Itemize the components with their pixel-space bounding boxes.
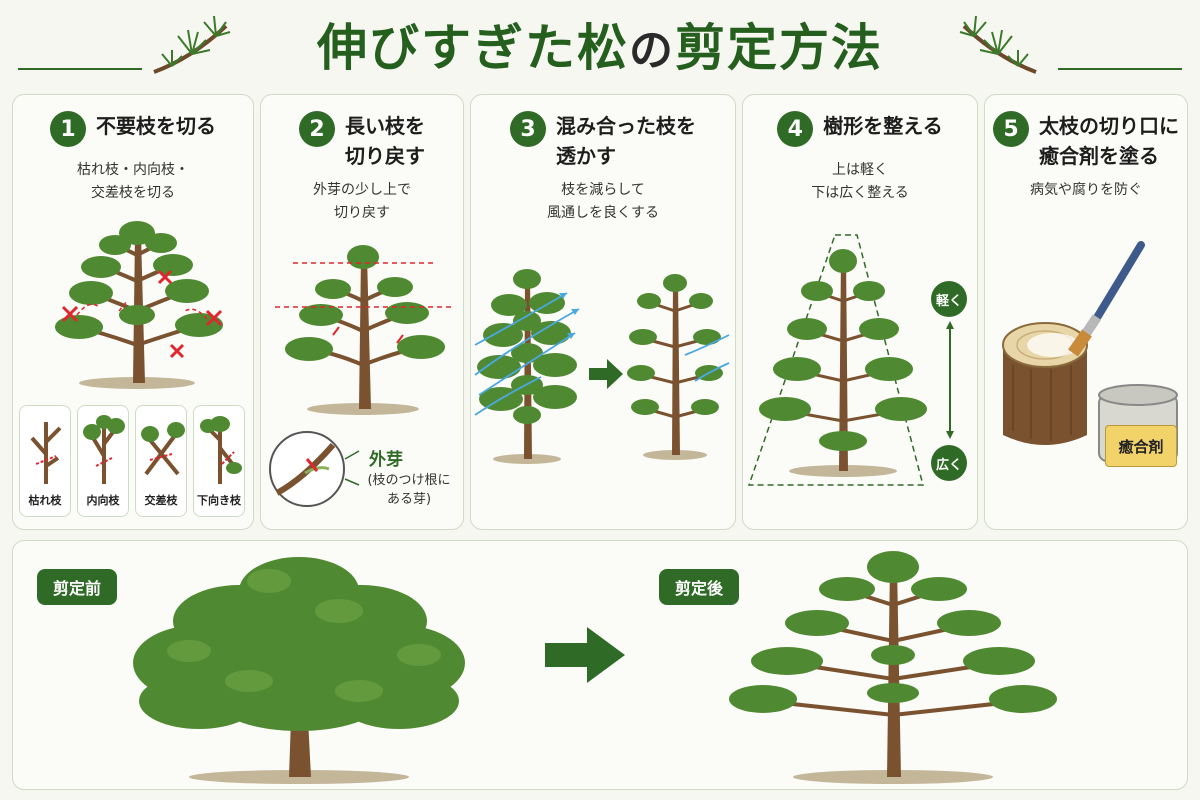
step-number-badge: 2	[299, 111, 335, 147]
example-dead-branch: 枯れ枝	[19, 405, 71, 517]
thinned-tree-illustration	[627, 274, 730, 460]
pruned-pine-after-illustration	[729, 551, 1057, 784]
dense-tree-with-wind-illustration	[474, 269, 580, 464]
sealant-can-label: 癒合剤	[1105, 425, 1177, 467]
step-description: 枯れ枝・内向枝・ 交差枝を切る	[77, 162, 189, 201]
step-header: 2 長い枝を 切り戻す	[261, 111, 463, 171]
outer-bud-magnifier-icon	[269, 431, 360, 507]
step-number-badge: 4	[777, 111, 814, 147]
step-card-1: 1 不要枝を切る 枯れ枝・内向枝・ 交差枝を切る	[12, 94, 254, 530]
page-title: 伸びすぎた松の剪定方法	[0, 8, 1200, 80]
crossing-branch-icon	[141, 422, 185, 476]
double-arrow-icon	[946, 321, 954, 439]
light-top-badge: 軽く	[931, 281, 967, 317]
outer-bud-label: 外芽	[369, 450, 403, 470]
cut-back-tree-illustration	[275, 245, 451, 415]
title-sub: 剪定方法	[675, 19, 883, 77]
step-description: 上は軽く 下は広く整える	[811, 162, 909, 201]
example-label: 交差枝	[144, 494, 178, 507]
step-card-3: 3 混み合った枝を 透かす 枝を減らして 風通しを良くする	[470, 94, 736, 530]
inward-branch-icon	[83, 415, 125, 484]
example-crossing-branch: 交差枝	[135, 405, 187, 517]
step-card-5: 5 太枝の切り口に 癒合剤を塗る 病気や腐りを防ぐ 癒合剤	[984, 94, 1188, 530]
dead-branch-icon	[30, 422, 62, 484]
step-description: 枝を減らして 風通しを良くする	[547, 182, 659, 221]
step-header: 5 太枝の切り口に 癒合剤を塗る	[985, 111, 1187, 171]
step-header: 1 不要枝を切る	[13, 111, 253, 147]
wound-sealant-stump-illustration	[1002, 241, 1178, 462]
step-title: 太枝の切り口に 癒合剤を塗る	[1039, 114, 1179, 168]
wide-bottom-badge: 広く	[931, 445, 967, 481]
step-number-badge: 1	[50, 111, 86, 147]
title-rule-right	[1058, 68, 1182, 70]
title-rule-left	[18, 68, 142, 70]
pine-tree-cut-marks-illustration	[55, 221, 223, 389]
step-title: 不要枝を切る	[96, 114, 216, 138]
step-card-4: 4 樹形を整える 上は軽く 下は広く整える 軽く 広く	[742, 94, 978, 530]
example-label: 下向き枝	[197, 494, 241, 507]
example-downward-branch: 下向き枝	[193, 405, 245, 517]
example-label: 枯れ枝	[28, 494, 62, 507]
overgrown-pine-before-illustration	[133, 557, 465, 784]
after-label: 剪定後	[659, 569, 740, 605]
step-number-badge: 5	[993, 111, 1029, 147]
title-particle: の	[629, 25, 675, 76]
step-number-badge: 3	[510, 111, 546, 147]
arrow-right-icon	[589, 359, 623, 389]
step-title: 樹形を整える	[823, 114, 943, 138]
step-title: 長い枝を 切り戻す	[345, 114, 425, 168]
triangle-shaped-tree-illustration	[747, 234, 927, 486]
comparison-arrow-icon	[545, 627, 625, 683]
pine-sprig-right-icon	[959, 15, 1037, 74]
outer-bud-note: (枝のつけ根に ある芽)	[367, 473, 451, 507]
pine-sprig-left-icon	[153, 15, 231, 74]
example-inward-branch: 内向枝	[77, 405, 129, 517]
step-description: 病気や腐りを防ぐ	[1030, 182, 1142, 198]
step-header: 4 樹形を整える	[743, 111, 977, 147]
title-main: 伸びすぎた松	[317, 19, 629, 77]
before-label: 剪定前	[37, 569, 118, 605]
step-title: 混み合った枝を 透かす	[556, 114, 696, 168]
before-after-comparison: 剪定前 剪定後	[12, 540, 1188, 790]
step-description: 外芽の少し上で 切り戻す	[313, 182, 411, 221]
step-card-2: 2 長い枝を 切り戻す 外芽の少し上で 切り戻す 外芽 (枝のつけ根に ある芽)	[260, 94, 464, 530]
step-header: 3 混み合った枝を 透かす	[471, 111, 735, 171]
example-label: 内向枝	[86, 494, 120, 507]
downward-branch-icon	[200, 416, 242, 484]
